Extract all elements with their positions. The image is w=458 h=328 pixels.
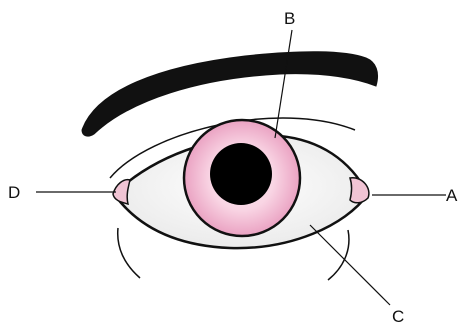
pupil: [210, 143, 272, 205]
leader-line-b: [275, 30, 292, 138]
label-d: D: [8, 183, 20, 202]
leader-line-c: [310, 225, 390, 305]
caruncle-right: [350, 178, 369, 203]
label-a: A: [446, 186, 458, 205]
label-b: B: [284, 9, 295, 28]
label-c: C: [392, 307, 404, 326]
lower-lid-right-arc: [328, 230, 349, 280]
lower-lid-left-arc: [118, 228, 140, 278]
